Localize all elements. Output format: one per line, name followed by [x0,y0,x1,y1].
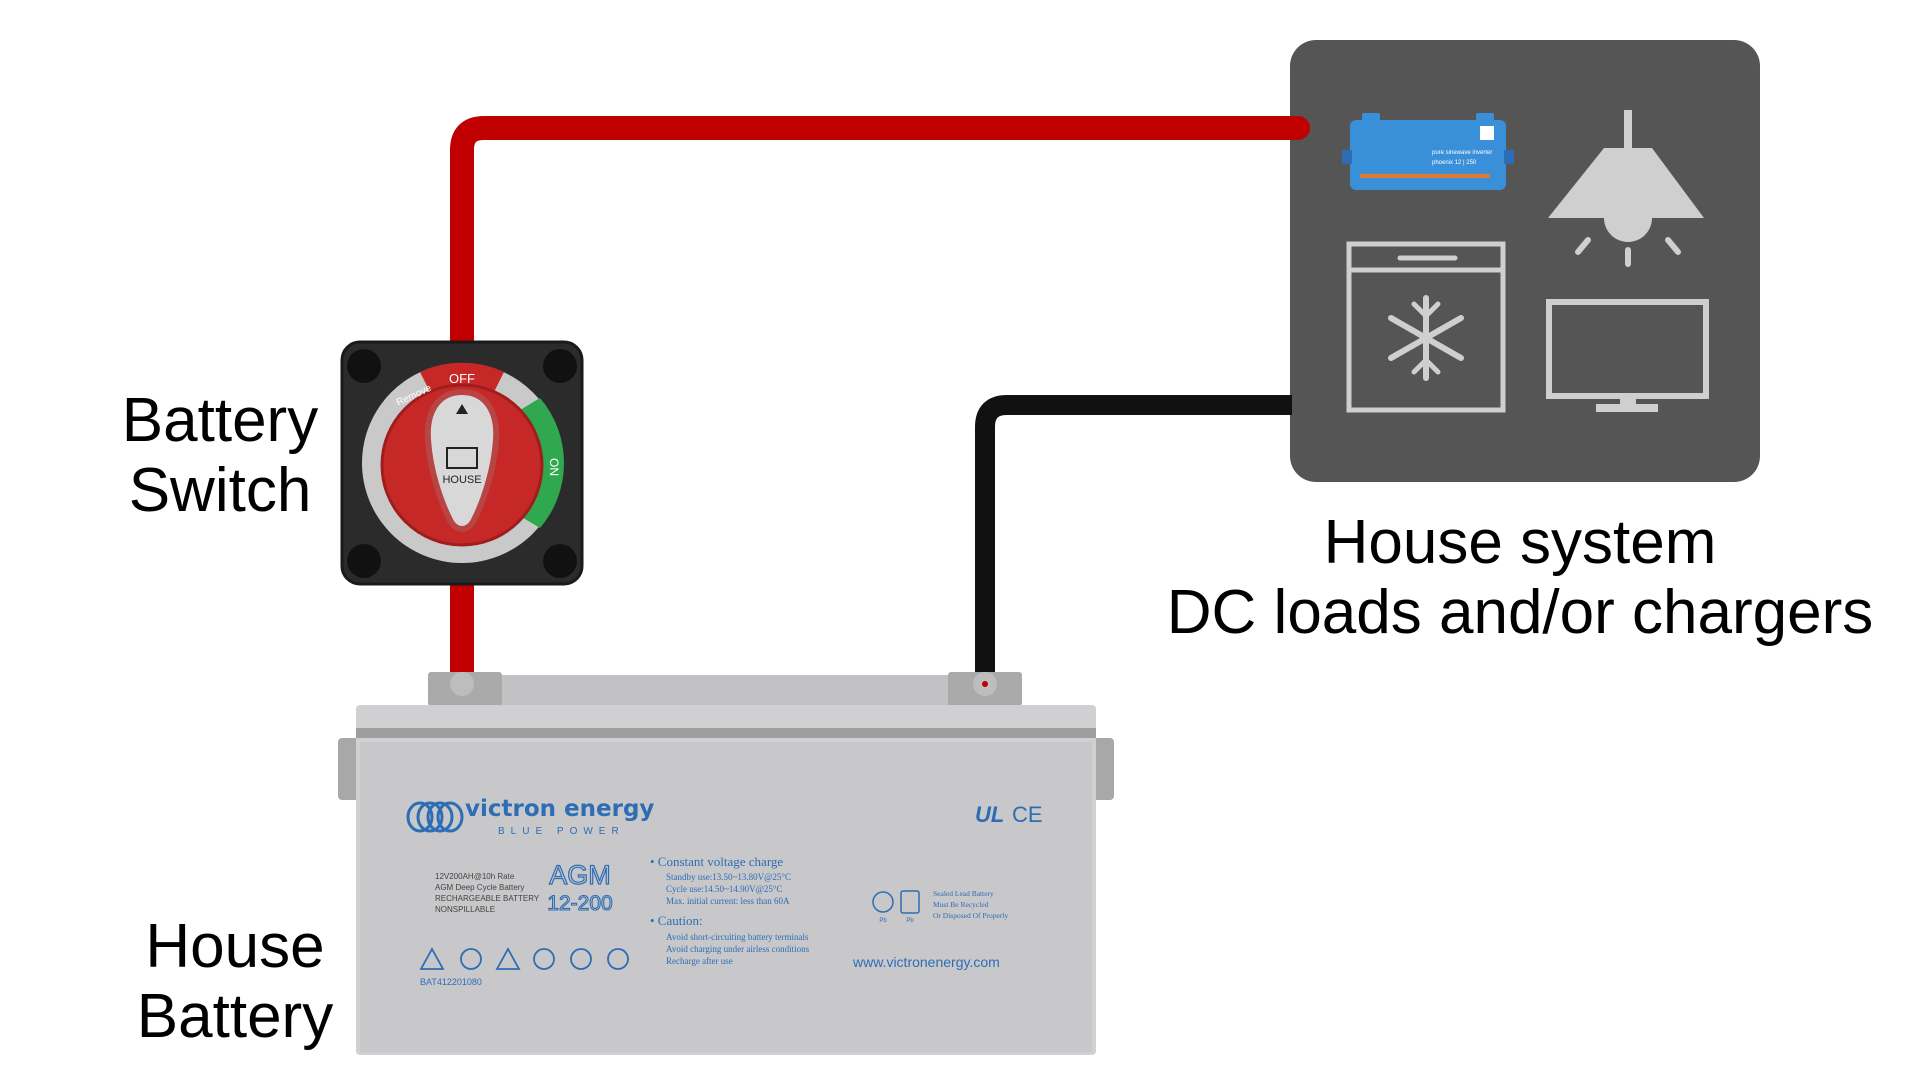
spec-line: AGM Deep Cycle Battery [435,883,524,892]
house-system-label-line2: DC loads and/or chargers [1166,578,1874,647]
battery-lid [430,675,1020,705]
charge-line: Cycle use:14.50~14.90V@25°C [666,884,783,894]
inverter-model-line2: phoenix 12 | 250 [1432,160,1477,166]
inverter-model-line1: pure sinewave inverter [1432,150,1492,156]
house-system-label: House system DC loads and/or chargers [1140,508,1900,648]
bin-icon [900,890,920,914]
positive-terminal-bolt [450,672,474,696]
inverter-icon: pure sinewave inverter phoenix 12 | 250 [1342,113,1514,190]
charge-line: Standby use:13.50~13.80V@25°C [666,872,791,882]
battery-lid-band [356,728,1096,738]
no-fire-icon [533,948,555,970]
caution-heading: • Caution: [650,913,703,928]
switch-off-label: OFF [449,371,475,386]
charge-heading: • Constant voltage charge [650,854,783,869]
eye-protection-icon [570,948,592,970]
switch-knob-handle[interactable] [424,388,500,532]
switch-house-label: HOUSE [442,474,481,486]
warning-triangle-icon [419,947,445,970]
mounting-hole [543,349,577,383]
warning-triangle-icon [495,947,521,970]
victron-logo-icon [406,801,464,833]
knob-arrow-icon [456,404,468,414]
battery-switch[interactable]: OFF Remove HOUSE ON [340,340,584,586]
pb-label: Pb [906,918,914,924]
manual-icon [460,948,482,970]
monitor-icon [1546,299,1709,412]
pb-label: Pb [879,918,887,924]
warning-icons [419,947,629,970]
caution-line: Avoid short-circuiting battery terminals [666,932,809,942]
spec-line: 12V200AH@10h Rate [435,872,515,881]
negative-terminal-dot [982,681,988,687]
charge-line: Max. initial current: less than 60A [666,896,790,906]
serial-number: BAT412201080 [420,977,482,987]
brand-name: victron energy [465,796,654,822]
ce-mark: CE [1012,802,1043,827]
caution-line: Avoid charging under airless conditions [666,944,810,954]
caution-line: Recharge after use [666,956,733,966]
sealed-line: Must Be Recycled [933,900,989,909]
fridge-icon [1346,241,1506,413]
battery-switch-label-line1: Battery [121,386,319,455]
lamp-icon [1548,110,1704,267]
battery-switch-label-line2: Switch [128,456,312,525]
spec-line: RECHARGEABLE BATTERY [435,894,540,903]
switch-on-label: ON [547,458,561,476]
positive-cable-top [450,116,1310,367]
battery-symbol-icon [446,447,478,469]
house-battery-label: House Battery [115,912,355,1052]
model-agm: AGM [549,860,611,890]
battery-switch-label: Battery Switch [100,386,340,526]
model-number: 12-200 [547,892,612,915]
snowflake-icon [1388,295,1464,381]
recycle-icon [872,891,894,913]
house-battery-label-line1: House [145,912,325,981]
mounting-hole [347,349,381,383]
negative-cable [975,395,1292,690]
house-system-label-line1: House system [1323,508,1717,577]
battery-label-panel [360,742,1092,1052]
mounting-hole [543,544,577,578]
mounting-hole [347,544,381,578]
sealed-line: Sealed Lead Battery [933,889,994,898]
brand-tagline: BLUE POWER [498,826,625,837]
house-battery-label-line2: Battery [136,982,334,1051]
spec-line: NONSPILLABLE [435,905,495,914]
sealed-line: Or Disposed Of Properly [933,911,1008,920]
house-battery: victron energy BLUE POWER 12V200AH@10h R… [338,672,1114,1055]
house-system-panel [1290,40,1760,482]
ul-mark: UL [975,802,1004,827]
website: www.victronenergy.com [852,954,1000,970]
off-indicator [420,362,504,392]
keep-children-away-icon [607,948,629,970]
